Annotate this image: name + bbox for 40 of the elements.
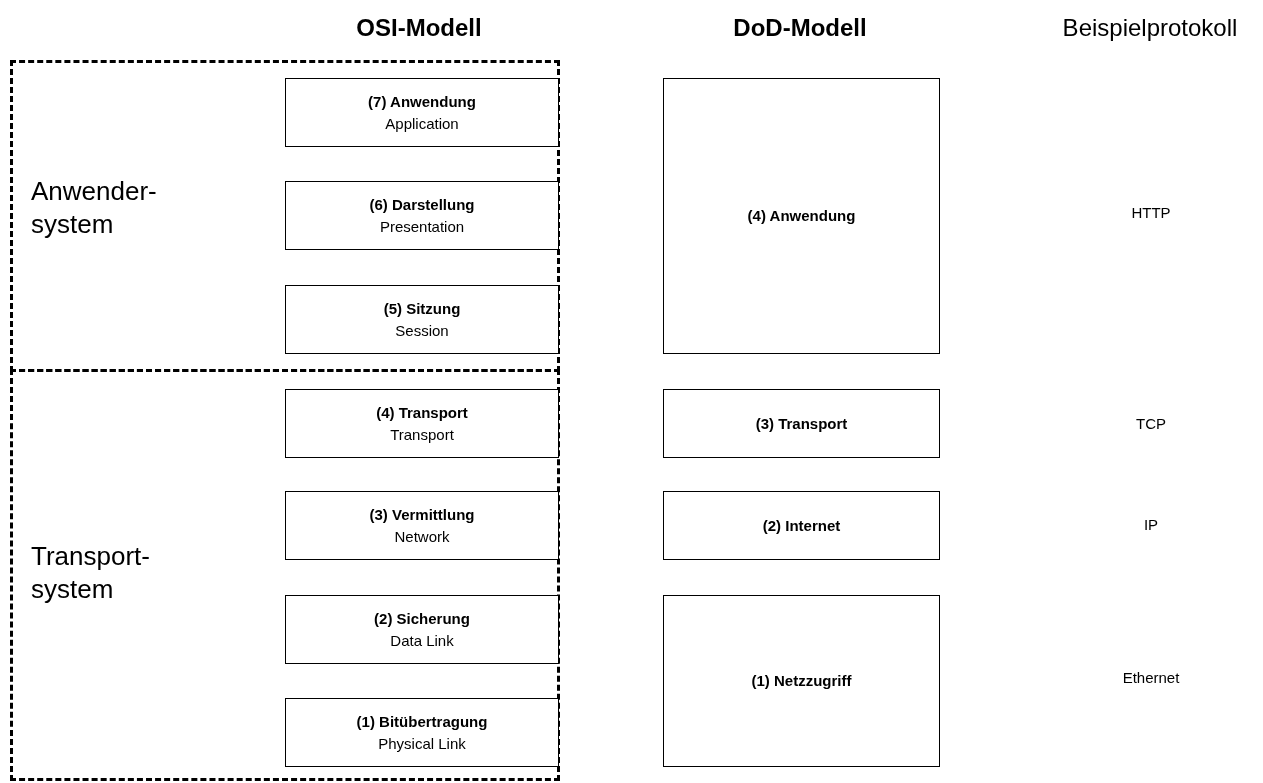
layer-box <box>285 181 559 250</box>
layer-title: (4) Anwendung <box>747 206 856 226</box>
layer-title: (2) Internet <box>762 515 841 536</box>
group-label: Transport- system <box>31 540 151 606</box>
dashed-group-frame <box>10 369 560 781</box>
layer-title: (1) Netzzugriff <box>751 671 852 691</box>
layer-box <box>663 491 940 560</box>
group-label: Anwender- system <box>31 175 158 241</box>
layer-subtitle: Presentation <box>379 216 465 237</box>
layer-title: (3) Transport <box>755 413 848 434</box>
layer-title: (1) Bitübertragung <box>356 711 488 732</box>
layer-subtitle: Data Link <box>390 630 454 651</box>
protocol-name: HTTP <box>1131 203 1171 221</box>
layer-title: (3) Vermittlung <box>369 504 475 525</box>
layer-title: (4) Transport <box>376 402 468 423</box>
layer-box <box>663 78 940 354</box>
layer-subtitle: Session <box>395 320 449 341</box>
layer-title: (5) Sitzung <box>383 298 461 319</box>
layer-subtitle: Application <box>385 113 459 134</box>
layer-box <box>285 285 559 354</box>
layer-box <box>285 389 559 458</box>
layer-box <box>285 698 559 767</box>
protocol-name: Ethernet <box>1122 668 1180 686</box>
layer-box <box>285 491 559 560</box>
layer-title: (6) Darstellung <box>369 194 475 215</box>
layer-box <box>663 389 940 458</box>
layer-title: (7) Anwendung <box>368 91 476 112</box>
layer-box <box>285 595 559 664</box>
column-heading: OSI-Modell <box>356 14 482 42</box>
layer-subtitle: Network <box>394 526 450 547</box>
layer-box <box>285 78 559 147</box>
layer-subtitle: Transport <box>390 424 454 445</box>
layer-subtitle: Physical Link <box>378 733 466 754</box>
column-heading: Beispielprotokoll <box>1062 14 1238 42</box>
protocol-name: IP <box>1143 515 1159 533</box>
layer-title: (2) Sicherung <box>374 608 470 629</box>
dashed-group-frame <box>10 60 560 372</box>
column-heading: DoD-Modell <box>733 14 867 42</box>
layer-box <box>663 595 940 767</box>
protocol-name: TCP <box>1136 414 1166 432</box>
